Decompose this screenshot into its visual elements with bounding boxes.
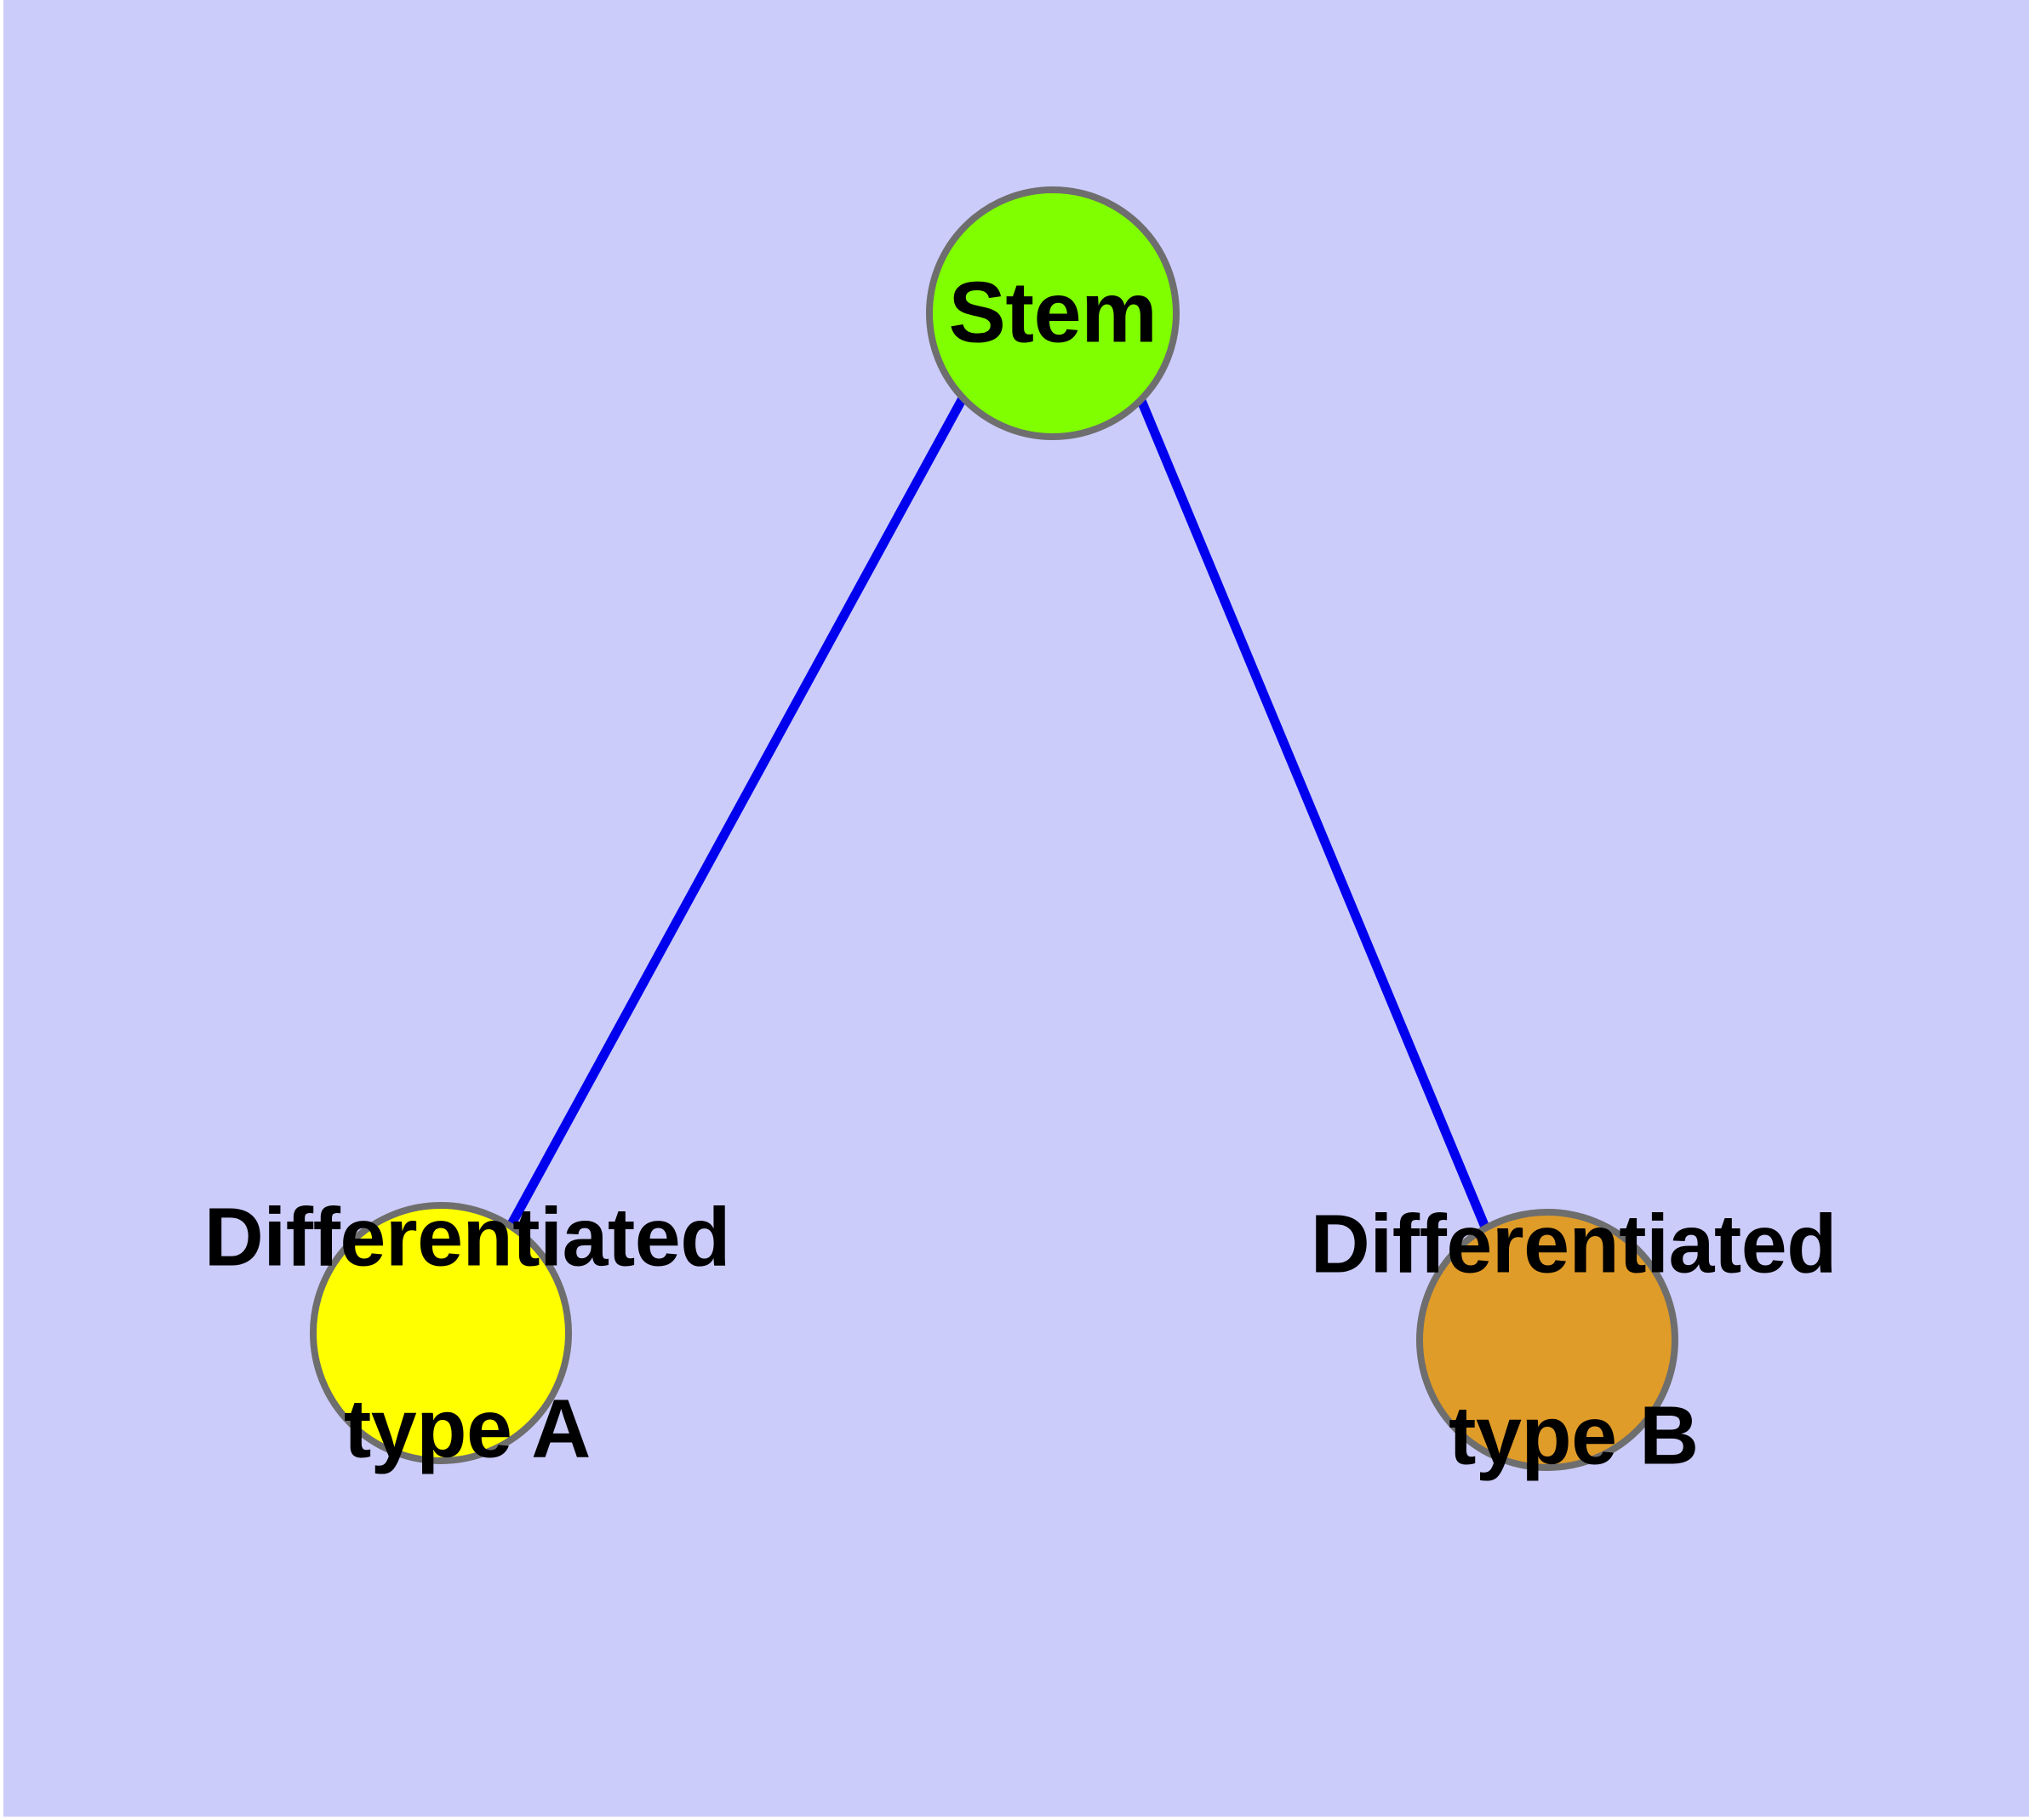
edge-layer (507, 396, 1491, 1232)
edge-stem-to-diff-a[interactable] (507, 396, 967, 1227)
node-layer (310, 186, 1678, 1471)
node-circle-stem[interactable] (926, 186, 1180, 440)
node-circle-differentiated-type-b[interactable] (1416, 1209, 1678, 1471)
node-circle-differentiated-type-a[interactable] (310, 1202, 572, 1464)
edge-stem-to-diff-b[interactable] (1135, 396, 1491, 1232)
